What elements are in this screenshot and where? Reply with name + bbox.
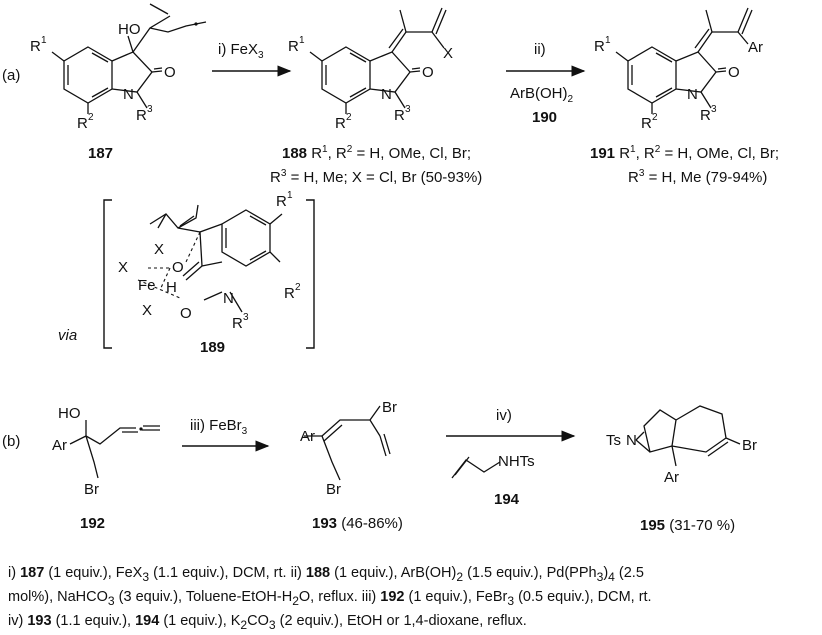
atom-H: H xyxy=(166,279,177,296)
via-label: via xyxy=(58,327,77,344)
atom-X: X xyxy=(118,259,128,276)
atom-HO: HO xyxy=(118,21,141,38)
compound-190-label: 190 xyxy=(532,109,557,126)
atom-X: X xyxy=(443,45,453,62)
sup-2: 2 xyxy=(88,112,94,123)
atom-X: X xyxy=(142,302,152,319)
compound-193-caption: 193 (46-86%) xyxy=(312,515,403,532)
atom-N: N xyxy=(123,86,134,103)
arrow-ii-reagent: ArB(OH)2 xyxy=(510,85,574,105)
atom-O: O xyxy=(422,64,434,81)
svg-text:1: 1 xyxy=(299,35,305,46)
atom-HO: HO xyxy=(58,405,81,422)
atom-Br: Br xyxy=(742,437,757,454)
atom-N: N xyxy=(687,86,698,103)
compound-191-caption: 191 R1, R2 = H, OMe, Cl, Br; xyxy=(590,144,779,162)
atom-Br: Br xyxy=(84,481,99,498)
reagent-194: NHTs 194 xyxy=(451,453,535,508)
atom-R: R xyxy=(136,107,147,124)
svg-text:3: 3 xyxy=(243,312,249,323)
atom-O: O xyxy=(164,64,176,81)
conditions-line-2: mol%), NaHCO3 (3 equiv.), Toluene-EtOH-H… xyxy=(8,588,652,608)
svg-text:1: 1 xyxy=(605,35,611,46)
conditions-line-3: iv) 193 (1.1 equiv.), 194 (1 equiv.), K2… xyxy=(8,612,527,632)
intermediate-189: X X Fe O H X O N R 1 R 2 R 3 via 189 xyxy=(58,190,315,356)
arrow-iii-label: iii) FeBr3 xyxy=(190,417,248,437)
structure-193: Br Ar Br 193 (46-86%) xyxy=(300,399,403,532)
atom-N: N xyxy=(223,290,234,307)
compound-195-caption: 195 (31-70 %) xyxy=(640,517,735,534)
atom-O: O xyxy=(180,305,192,322)
structure-192: HO Ar Br 192 xyxy=(52,405,160,532)
atom-Ar: Ar xyxy=(52,437,67,454)
atom-N: N xyxy=(626,432,637,449)
atom-R: R xyxy=(641,115,652,132)
atom-R: R xyxy=(77,115,88,132)
atom-Fe: Fe xyxy=(138,277,156,294)
atom-Ar: Ar xyxy=(664,469,679,486)
atom-Br: Br xyxy=(326,481,341,498)
svg-text:2: 2 xyxy=(295,282,301,293)
svg-text:2: 2 xyxy=(346,112,352,123)
svg-text:2: 2 xyxy=(652,112,658,123)
atom-R: R xyxy=(276,193,287,210)
atom-R: R xyxy=(594,38,605,55)
right-bracket xyxy=(306,199,315,349)
compound-192-label: 192 xyxy=(80,515,105,532)
arrow-i-label: i) FeX3 xyxy=(218,41,264,61)
atom-NHTs: NHTs xyxy=(498,453,535,470)
atom-O: O xyxy=(172,259,184,276)
atom-X: X xyxy=(154,241,164,258)
arrow-iv-label: iv) xyxy=(496,407,512,424)
atom-N: N xyxy=(381,86,392,103)
svg-text:3: 3 xyxy=(405,104,411,115)
atom-R: R xyxy=(288,38,299,55)
compound-187-label: 187 xyxy=(88,145,113,162)
atom-R: R xyxy=(30,38,41,55)
atom-R: R xyxy=(394,107,405,124)
sup-3: 3 xyxy=(147,104,153,115)
atom-R: R xyxy=(700,107,711,124)
left-bracket xyxy=(103,199,112,349)
svg-text:3: 3 xyxy=(711,104,717,115)
structure-188: X O N R 1 R 2 R 3 188 R1, R2 = H, OMe, C… xyxy=(270,7,482,186)
atom-O: O xyxy=(728,64,740,81)
conditions-line-1: i) 187 (1 equiv.), FeX3 (1.1 equiv.), DC… xyxy=(8,565,644,584)
structure-191: Ar O N R 1 R 2 R 3 191 R1, R2 = H, OMe, … xyxy=(590,7,779,186)
atom-Ar: Ar xyxy=(300,428,315,445)
svg-text:1: 1 xyxy=(287,190,293,201)
reaction-conditions: i) 187 (1 equiv.), FeX3 (1.1 equiv.), DC… xyxy=(8,563,820,635)
structure-187: HO O N R 1 R 2 R 3 187 xyxy=(30,3,207,162)
compound-188-caption: 188 R1, R2 = H, OMe, Cl, Br; xyxy=(282,144,471,162)
sup-1: 1 xyxy=(41,35,47,46)
atom-R: R xyxy=(284,285,295,302)
atom-Ts: Ts xyxy=(606,432,621,449)
compound-188-caption-2: R3 = H, Me; X = Cl, Br (50-93%) xyxy=(270,168,482,186)
arrow-ii-label: ii) xyxy=(534,41,546,58)
structure-195: Ts N Br Ar 195 (31-70 %) xyxy=(606,405,757,534)
atom-R: R xyxy=(232,315,243,332)
part-a-label: (a) xyxy=(2,67,20,84)
reaction-scheme: (a) HO O N R 1 R 2 R 3 187 i) FeX3 xyxy=(2,3,779,534)
atom-Ar: Ar xyxy=(748,39,763,56)
compound-189-label: 189 xyxy=(200,339,225,356)
part-b-label: (b) xyxy=(2,433,20,450)
compound-191-caption-2: R3 = H, Me (79-94%) xyxy=(628,168,767,186)
atom-Br: Br xyxy=(382,399,397,416)
compound-194-label: 194 xyxy=(494,491,520,508)
atom-R: R xyxy=(335,115,346,132)
